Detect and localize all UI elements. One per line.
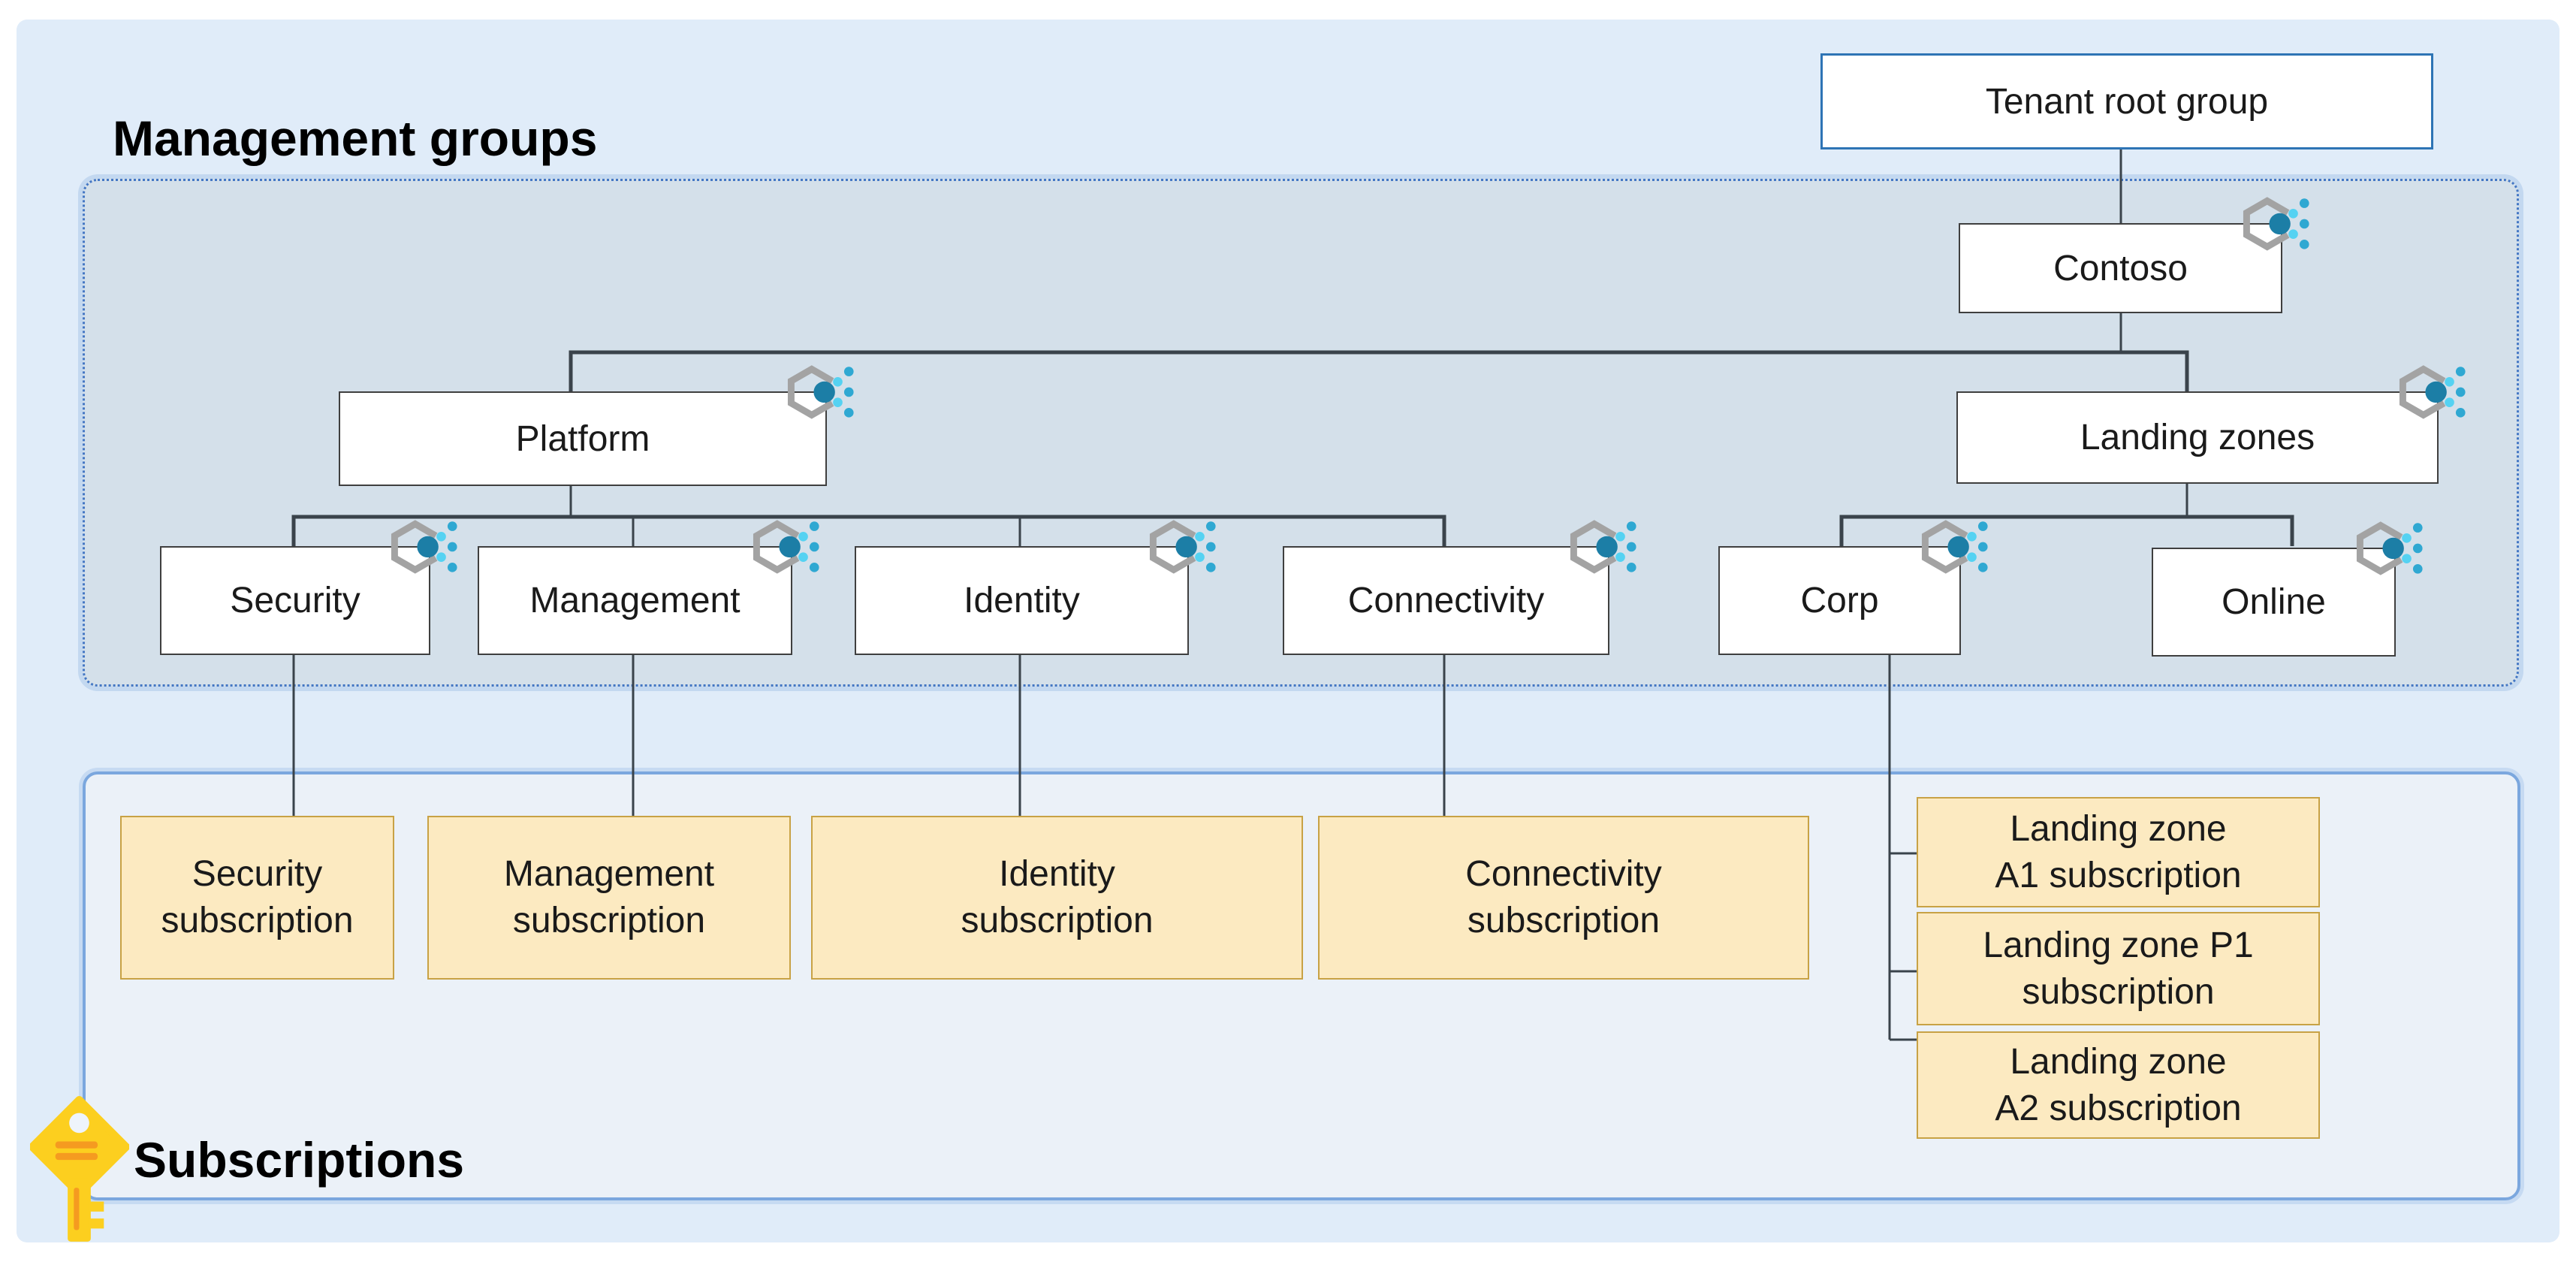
node-label: Connectivity — [1347, 581, 1545, 620]
node-label: Identity — [964, 581, 1080, 620]
subscription-landing-zone-a2: Landing zone A2 subscription — [1917, 1031, 2320, 1139]
node-management: Management — [478, 520, 819, 655]
subscription-landing-zone-p1: Landing zone P1 subscription — [1917, 912, 2320, 1025]
management-groups-title: Management groups — [113, 110, 598, 166]
node-landing-zones: Landing zones — [1956, 365, 2466, 484]
subscription-label: Security subscription — [161, 854, 354, 940]
node-online: Online — [2152, 521, 2423, 657]
node-tenant-root-group: Tenant root group — [1820, 53, 2433, 149]
subscription-label: Management subscription — [503, 854, 715, 940]
management-group-icon — [1567, 519, 1642, 590]
management-group-icon — [785, 364, 860, 436]
management-group-icon — [2240, 196, 2315, 267]
subscription-management: Management subscription — [427, 816, 791, 980]
management-group-icon — [1147, 519, 1222, 590]
management-group-icon — [2354, 521, 2429, 592]
management-group-icon — [750, 519, 825, 590]
node-label: Contoso — [2053, 248, 2188, 288]
node-label: Tenant root group — [1985, 81, 2269, 122]
node-identity: Identity — [855, 520, 1216, 655]
subscription-label: Landing zone A2 subscription — [1995, 1041, 2242, 1128]
node-security: Security — [160, 520, 457, 655]
node-connectivity: Connectivity — [1283, 520, 1636, 655]
node-platform: Platform — [339, 365, 854, 486]
management-group-icon — [1919, 519, 1994, 590]
node-label: Online — [2222, 582, 2326, 622]
node-label: Landing zones — [2080, 418, 2315, 457]
key-icon — [30, 1096, 129, 1242]
node-contoso: Contoso — [1959, 197, 2309, 313]
node-label: Platform — [515, 418, 650, 459]
subscription-label: Landing zone A1 subscription — [1995, 808, 2242, 895]
node-corp: Corp — [1718, 520, 1988, 655]
node-label: Management — [529, 581, 741, 620]
management-group-icon — [2397, 364, 2472, 436]
management-group-icon — [388, 519, 463, 590]
subscription-connectivity: Connectivity subscription — [1318, 816, 1809, 980]
node-label: Security — [230, 581, 360, 620]
subscriptions-title: Subscriptions — [134, 1132, 465, 1188]
subscription-label: Identity subscription — [961, 854, 1154, 940]
subscription-landing-zone-a1: Landing zone A1 subscription — [1917, 797, 2320, 907]
node-label: Corp — [1800, 581, 1879, 620]
subscription-identity: Identity subscription — [811, 816, 1303, 980]
subscription-security: Security subscription — [120, 816, 394, 980]
subscription-label: Connectivity subscription — [1465, 854, 1662, 940]
subscription-label: Landing zone P1 subscription — [1983, 925, 2254, 1012]
